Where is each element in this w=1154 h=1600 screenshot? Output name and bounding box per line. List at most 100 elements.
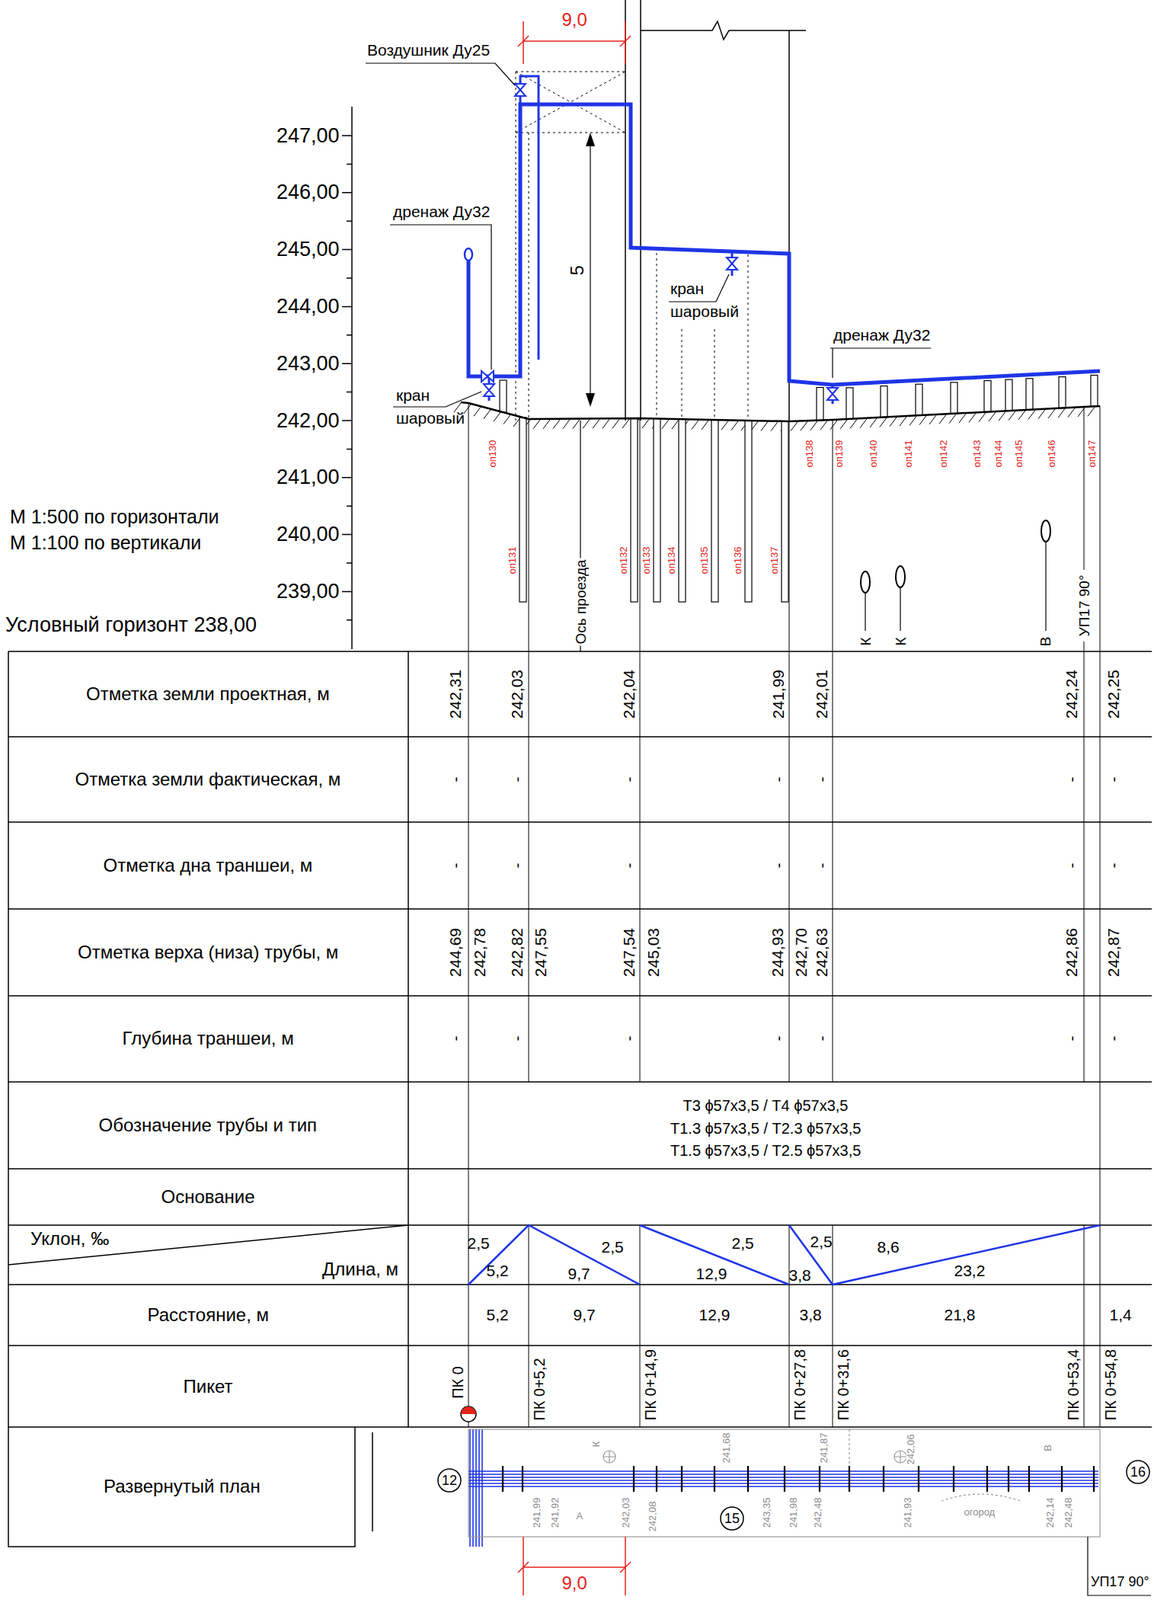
plan-pipe [468, 1428, 1099, 1547]
support-label: оп147 [1086, 437, 1099, 469]
plan-elevation: 241,98 [788, 1495, 800, 1529]
picket-label: ПК 0+14,9 [642, 1347, 660, 1422]
support-label: оп145 [1013, 437, 1026, 469]
slope-value: 2,5 [810, 1232, 833, 1251]
row-header: Расстояние, м [147, 1304, 269, 1326]
plan-note: огород [964, 1506, 996, 1519]
table-cell: - [812, 775, 832, 784]
support-label: оп141 [903, 437, 915, 469]
support-label: оп142 [938, 437, 950, 469]
support-label: оп144 [993, 437, 1005, 469]
picket-marker-fill [460, 1406, 477, 1414]
table-cell: 242,04 [620, 668, 639, 720]
table-cell: - [1104, 775, 1123, 784]
support-post [1058, 377, 1066, 409]
distance-value: 5,2 [486, 1305, 509, 1324]
plan-detail [849, 1428, 1021, 1501]
callout-number: 16 [1130, 1464, 1146, 1481]
support-post [678, 418, 686, 602]
dimension-value: 5 [565, 263, 588, 277]
table-cell: 242,78 [470, 926, 490, 979]
plan-elevation: 242,14 [1045, 1495, 1057, 1529]
table-cell: 242,01 [812, 668, 832, 720]
plan-elevation: 242,48 [1063, 1495, 1075, 1529]
picket-label: ПК 0+53,4 [1064, 1347, 1083, 1422]
table-cell: - [1062, 861, 1081, 870]
callout-circle [720, 1506, 744, 1530]
table-cell: 242,86 [1062, 926, 1081, 979]
table-cell: - [769, 775, 788, 784]
elevation-value: 239,00 [276, 579, 340, 604]
table-cell: - [620, 861, 639, 870]
row-header: Уклон, ‰ [30, 1227, 109, 1250]
plan-elevation: 241,93 [902, 1495, 915, 1529]
row-header: Отметка земли фактическая, м [75, 768, 342, 790]
callout-text: кран шаровый [396, 383, 473, 430]
distance-value: 3,8 [799, 1305, 822, 1324]
utility-label: К [891, 635, 909, 647]
utility-pipe [860, 571, 870, 593]
slope-value: 2,5 [732, 1233, 755, 1253]
table-cell: 242,25 [1104, 668, 1123, 720]
utility-pipe [1041, 520, 1051, 542]
plan-symbol [603, 1450, 907, 1463]
support-label: оп133 [641, 544, 653, 576]
support-post [1005, 379, 1013, 411]
table-cell: 245,03 [644, 926, 663, 979]
table-cell: - [446, 861, 465, 870]
support-post [1026, 378, 1033, 410]
turn-label: УП17 90° [1090, 1573, 1150, 1590]
row-header: Отметка земли проектная, м [86, 683, 330, 705]
row-header: Глубина траншеи, м [122, 1027, 295, 1049]
elevation-value: 240,00 [276, 522, 340, 547]
plan-elevation: 242,08 [647, 1499, 659, 1533]
support-post [744, 420, 752, 602]
support-label: оп134 [666, 544, 678, 576]
elevation-value: 244,00 [276, 294, 340, 319]
plan-support [502, 1465, 1094, 1492]
support-post [499, 380, 507, 413]
generated-linework [342, 135, 1100, 1547]
callout-number: 15 [724, 1510, 740, 1527]
callout-circle [437, 1468, 461, 1492]
callout-text: кран шаровый [670, 277, 747, 323]
support-label: оп138 [804, 437, 816, 469]
elevation-value: 246,00 [276, 180, 340, 205]
support-post [846, 387, 854, 419]
plan-elevation: 242,48 [812, 1495, 825, 1529]
table-cell: 242,03 [508, 668, 527, 720]
plan-elevation: 242,06 [905, 1432, 918, 1466]
elevation-value: 245,00 [276, 237, 340, 262]
callout-number: 12 [441, 1472, 458, 1489]
picket-label: ПК 0+31,6 [834, 1347, 853, 1422]
table-cell: 242,70 [792, 926, 811, 979]
plan-note: А [576, 1510, 584, 1522]
dimension-value: 9,0 [562, 9, 588, 31]
support-label: оп137 [769, 544, 781, 576]
support-label: оп132 [618, 544, 630, 576]
table-cell: - [1104, 861, 1123, 870]
slope-value: 8,6 [877, 1237, 900, 1257]
picket-marker [460, 1406, 477, 1422]
dimension-value: 9,0 [562, 1572, 588, 1594]
pipe-designation: Т1.5 ϕ57х3,5 / Т2.5 ϕ57х3,5 [670, 1141, 861, 1160]
pipe-end [464, 248, 473, 261]
table-cell: 242,87 [1104, 926, 1123, 979]
support-post [1090, 374, 1098, 406]
support-post [915, 383, 923, 416]
table-cell: - [812, 861, 832, 870]
support-label: оп136 [732, 544, 745, 576]
table-cell: - [620, 1034, 639, 1043]
slope-diagram [468, 1224, 1100, 1285]
table-cell: - [1062, 775, 1081, 784]
picket-label: ПК 0+54,8 [1102, 1347, 1120, 1422]
row-header: Отметка дна траншеи, м [103, 854, 314, 876]
distance-value: 9,7 [573, 1305, 596, 1324]
elevation-value: 247,00 [276, 124, 340, 148]
table-cell: - [1104, 1034, 1123, 1043]
callout-text: дренаж Ду32 [833, 326, 931, 345]
utility-label: В [1037, 635, 1055, 649]
plan-strip [468, 1428, 1100, 1537]
slope-value: 2,5 [467, 1233, 490, 1253]
